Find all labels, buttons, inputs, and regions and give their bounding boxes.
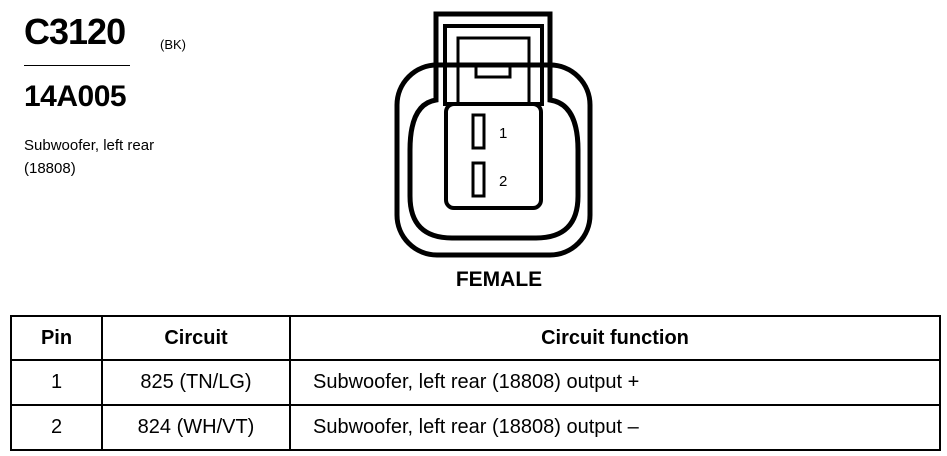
cell-pin: 1 bbox=[10, 359, 103, 406]
connector-latch-tab bbox=[474, 66, 512, 79]
connector-face-diagram: 1 2 bbox=[394, 11, 593, 258]
table-header-row: Pin Circuit Circuit function bbox=[10, 315, 941, 361]
pin-1-slot bbox=[471, 113, 486, 150]
connector-pin-field bbox=[444, 102, 543, 210]
connector-id-divider bbox=[24, 65, 130, 66]
description-line-2: (18808) bbox=[24, 160, 76, 177]
connector-latch-inner bbox=[456, 36, 531, 106]
table-row: 1 825 (TN/LG) Subwoofer, left rear (1880… bbox=[10, 359, 941, 406]
table-row: 2 824 (WH/VT) Subwoofer, left rear (1880… bbox=[10, 404, 941, 451]
connector-id: C3120 bbox=[24, 11, 126, 52]
cell-circuit: 825 (TN/LG) bbox=[101, 359, 291, 406]
pin-2-label: 2 bbox=[499, 173, 507, 190]
cell-circuit-function: Subwoofer, left rear (18808) output – bbox=[289, 404, 941, 451]
cell-circuit-function: Subwoofer, left rear (18808) output + bbox=[289, 359, 941, 406]
cell-pin: 2 bbox=[10, 404, 103, 451]
connector-outer-shell bbox=[394, 62, 593, 258]
header-circuit-function: Circuit function bbox=[289, 315, 941, 361]
pin-circuit-table: Pin Circuit Circuit function 1 825 (TN/L… bbox=[10, 315, 941, 451]
cell-circuit: 824 (WH/VT) bbox=[101, 404, 291, 451]
header-pin: Pin bbox=[10, 315, 103, 361]
connector-inner-shell bbox=[407, 11, 581, 241]
connector-gender-label: FEMALE bbox=[455, 268, 543, 291]
description-line-1: Subwoofer, left rear bbox=[24, 137, 155, 154]
pin-2-slot bbox=[471, 161, 486, 198]
part-number: 14A005 bbox=[24, 80, 127, 113]
header-circuit: Circuit bbox=[101, 315, 291, 361]
color-code: (BK) bbox=[160, 37, 186, 52]
pin-1-label: 1 bbox=[499, 125, 507, 142]
